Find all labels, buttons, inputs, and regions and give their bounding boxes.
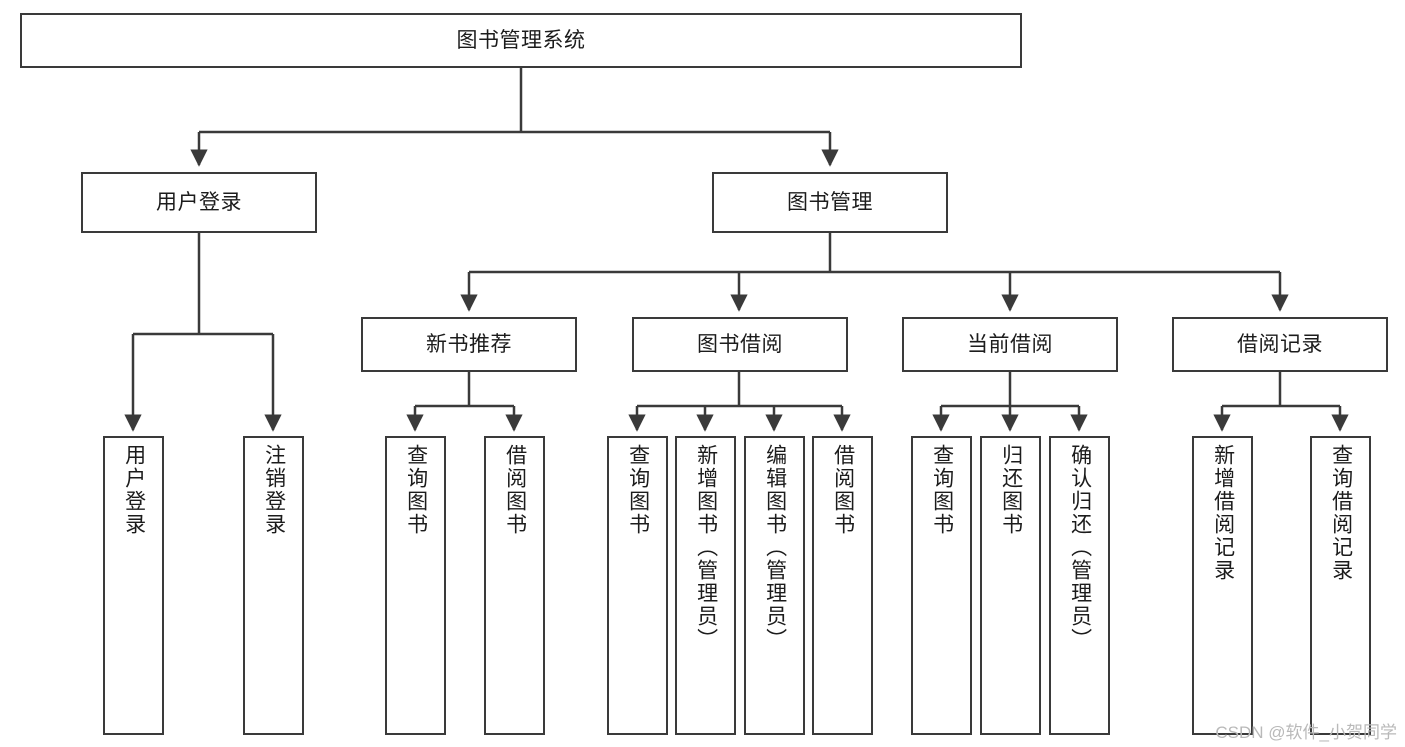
node-leaf-confirm-return-label: 确认归还（管理员） xyxy=(1068,444,1092,651)
node-leaf-return-book-label: 归还图书 xyxy=(999,444,1023,536)
node-new-book-rec[interactable]: 新书推荐 xyxy=(361,317,577,372)
node-current-borrow[interactable]: 当前借阅 xyxy=(902,317,1118,372)
node-borrow-record[interactable]: 借阅记录 xyxy=(1172,317,1388,372)
node-user-login[interactable]: 用户登录 xyxy=(81,172,317,233)
node-leaf-confirm-return[interactable]: 确认归还（管理员） xyxy=(1049,436,1110,735)
node-new-book-rec-label: 新书推荐 xyxy=(426,332,512,356)
node-leaf-add-book[interactable]: 新增图书（管理员） xyxy=(675,436,736,735)
node-leaf-edit-book[interactable]: 编辑图书（管理员） xyxy=(744,436,805,735)
node-leaf-borrow-book-1-label: 借阅图书 xyxy=(503,444,527,536)
node-book-manage-label: 图书管理 xyxy=(787,190,873,214)
node-leaf-borrow-book-2-label: 借阅图书 xyxy=(831,444,855,536)
node-book-manage[interactable]: 图书管理 xyxy=(712,172,948,233)
node-leaf-user-login-label: 用户登录 xyxy=(122,444,146,536)
node-leaf-query-book-1-label: 查询图书 xyxy=(404,444,428,536)
node-leaf-return-book[interactable]: 归还图书 xyxy=(980,436,1041,735)
node-root-label: 图书管理系统 xyxy=(456,28,586,52)
node-leaf-query-record-label: 查询借阅记录 xyxy=(1329,444,1353,582)
node-leaf-user-logout-label: 注销登录 xyxy=(262,444,286,536)
node-leaf-add-record-label: 新增借阅记录 xyxy=(1211,444,1235,582)
node-leaf-query-book-2[interactable]: 查询图书 xyxy=(607,436,668,735)
node-book-borrow-label: 图书借阅 xyxy=(697,332,783,356)
node-book-borrow[interactable]: 图书借阅 xyxy=(632,317,848,372)
node-leaf-user-login[interactable]: 用户登录 xyxy=(103,436,164,735)
node-leaf-add-book-label: 新增图书（管理员） xyxy=(694,444,718,651)
node-leaf-user-logout[interactable]: 注销登录 xyxy=(243,436,304,735)
node-current-borrow-label: 当前借阅 xyxy=(967,332,1053,356)
node-root[interactable]: 图书管理系统 xyxy=(20,13,1022,68)
node-leaf-query-book-3[interactable]: 查询图书 xyxy=(911,436,972,735)
watermark: CSDN @软件_小贺同学 xyxy=(1215,723,1397,742)
node-leaf-query-book-3-label: 查询图书 xyxy=(930,444,954,536)
node-leaf-add-record[interactable]: 新增借阅记录 xyxy=(1192,436,1253,735)
node-leaf-query-book-1[interactable]: 查询图书 xyxy=(385,436,446,735)
node-leaf-borrow-book-1[interactable]: 借阅图书 xyxy=(484,436,545,735)
node-user-login-label: 用户登录 xyxy=(156,190,242,214)
node-borrow-record-label: 借阅记录 xyxy=(1237,332,1323,356)
node-leaf-query-record[interactable]: 查询借阅记录 xyxy=(1310,436,1371,735)
node-leaf-query-book-2-label: 查询图书 xyxy=(626,444,650,536)
node-leaf-borrow-book-2[interactable]: 借阅图书 xyxy=(812,436,873,735)
node-leaf-edit-book-label: 编辑图书（管理员） xyxy=(763,444,787,651)
